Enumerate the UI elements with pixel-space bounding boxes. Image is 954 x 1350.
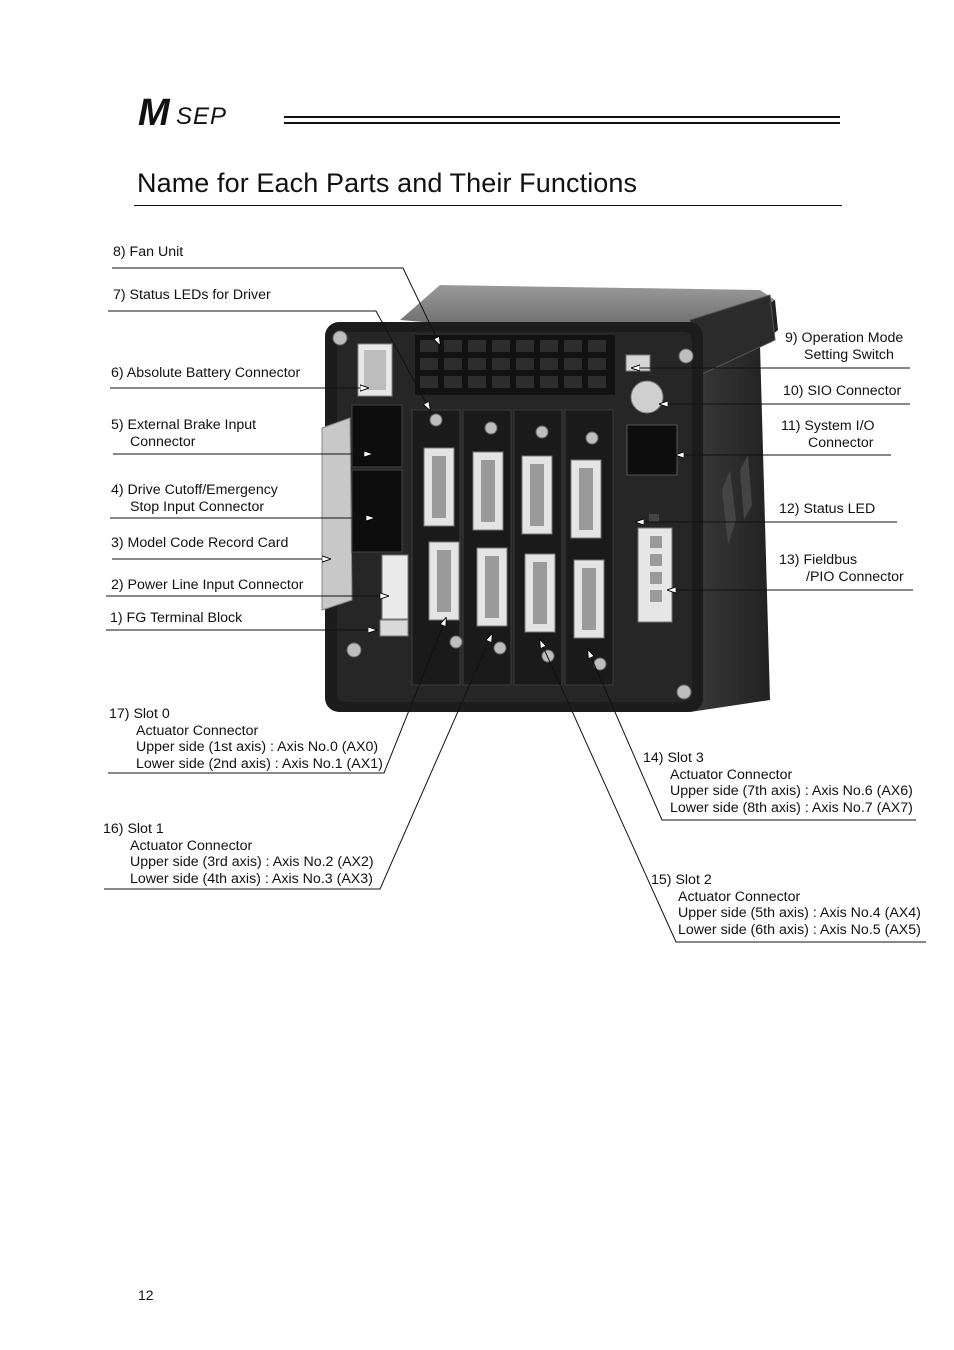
- screw: [429, 413, 443, 427]
- label-fg-terminal-block: 1) FG Terminal Block: [110, 610, 242, 627]
- label-text: 11) System I/O: [781, 418, 875, 434]
- label-status-led: 12) Status LED: [779, 501, 875, 518]
- label-text: 17) Slot 0: [109, 706, 170, 722]
- screw: [449, 635, 463, 649]
- screw: [541, 649, 555, 663]
- label-text: Actuator Connector: [670, 766, 793, 783]
- label-slot-0: 17) Slot 0 Actuator Connector Upper side…: [109, 706, 383, 772]
- label-power-line-input: 2) Power Line Input Connector: [111, 577, 303, 594]
- external-brake-connector: [351, 404, 403, 468]
- status-led: [649, 514, 659, 522]
- side-logo-mark: [722, 455, 752, 545]
- power-line-connector: [381, 554, 409, 620]
- label-status-leds-driver: 7) Status LEDs for Driver: [113, 287, 271, 304]
- title-rule: [134, 205, 842, 206]
- label-text: 5) External Brake Input: [111, 417, 257, 433]
- logo-letters-sep: SEP: [176, 103, 227, 130]
- page-title: Name for Each Parts and Their Functions: [137, 168, 638, 198]
- screw: [678, 348, 694, 364]
- label-text: 16) Slot 1: [103, 821, 164, 837]
- label-text: 9) Operation Mode: [785, 330, 904, 346]
- label-slot-1: 16) Slot 1 Actuator Connector Upper side…: [103, 821, 374, 887]
- label-slot-2: 15) Slot 2 Actuator Connector Upper side…: [651, 872, 921, 938]
- label-text: Setting Switch: [804, 346, 894, 363]
- label-sio-connector: 10) SIO Connector: [783, 383, 901, 400]
- label-text: 14) Slot 3: [643, 750, 704, 766]
- label-text: Actuator Connector: [130, 837, 253, 854]
- label-text: 8) Fan Unit: [113, 244, 184, 260]
- screw: [484, 421, 498, 435]
- fg-terminal-block: [379, 619, 409, 637]
- logo-letter-m: M: [138, 92, 171, 132]
- label-text: Lower side (4th axis) : Axis No.3 (AX3): [130, 870, 373, 887]
- slot-2: [513, 409, 563, 686]
- label-text: Actuator Connector: [136, 722, 259, 739]
- label-text: Upper side (5th axis) : Axis No.4 (AX4): [678, 905, 921, 921]
- slot-3: [564, 409, 614, 686]
- system-io-connector: [626, 424, 678, 476]
- msep-logo: M SEP: [138, 92, 227, 132]
- label-text: /PIO Connector: [806, 568, 904, 585]
- drive-cutoff-connector: [351, 469, 403, 553]
- screw: [332, 330, 348, 346]
- header-rule-bottom: [284, 122, 840, 124]
- label-fieldbus-pio-connector: 13) Fieldbus /PIO Connector: [779, 552, 904, 585]
- screw: [346, 642, 362, 658]
- label-text: 15) Slot 2: [651, 872, 712, 888]
- screw: [535, 425, 549, 439]
- label-text: 1) FG Terminal Block: [110, 610, 243, 626]
- label-text: 3) Model Code Record Card: [111, 535, 289, 551]
- label-text: 2) Power Line Input Connector: [111, 577, 304, 593]
- label-text: Lower side (2nd axis) : Axis No.1 (AX1): [136, 755, 383, 772]
- label-text: Upper side (3rd axis) : Axis No.2 (AX2): [130, 854, 374, 870]
- page-number: 12: [138, 1287, 154, 1303]
- label-operation-mode-switch: 9) Operation Mode Setting Switch: [785, 330, 903, 363]
- label-text: Connector: [808, 434, 874, 451]
- label-system-io-connector: 11) System I/O Connector: [781, 418, 875, 451]
- label-model-code-card: 3) Model Code Record Card: [111, 535, 288, 552]
- header-rule-top: [284, 116, 840, 118]
- label-text: 4) Drive Cutoff/Emergency: [111, 482, 278, 498]
- label-drive-cutoff: 4) Drive Cutoff/Emergency Stop Input Con…: [111, 482, 278, 515]
- screw: [585, 431, 599, 445]
- label-fan-unit: 8) Fan Unit: [113, 244, 183, 261]
- operation-mode-switch: [625, 354, 651, 372]
- label-text: 13) Fieldbus: [779, 552, 858, 568]
- label-text: Stop Input Connector: [130, 498, 265, 515]
- label-text: Lower side (8th axis) : Axis No.7 (AX7): [670, 799, 913, 816]
- label-slot-3: 14) Slot 3 Actuator Connector Upper side…: [643, 750, 913, 816]
- label-text: Actuator Connector: [678, 888, 801, 905]
- label-text: 7) Status LEDs for Driver: [113, 287, 271, 303]
- label-text: Connector: [130, 433, 196, 450]
- screw: [676, 684, 692, 700]
- label-text: Upper side (7th axis) : Axis No.6 (AX6): [670, 783, 913, 799]
- label-text: 6) Absolute Battery Connector: [111, 365, 301, 381]
- screw: [593, 657, 607, 671]
- sio-connector: [630, 380, 664, 414]
- label-absolute-battery-connector: 6) Absolute Battery Connector: [111, 365, 300, 382]
- screw: [493, 641, 507, 655]
- model-code-card: [321, 417, 353, 611]
- label-text: Upper side (1st axis) : Axis No.0 (AX0): [136, 739, 379, 755]
- label-text: 12) Status LED: [779, 501, 876, 517]
- label-external-brake-input: 5) External Brake Input Connector: [111, 417, 256, 450]
- label-text: Lower side (6th axis) : Axis No.5 (AX5): [678, 921, 921, 938]
- label-text: 10) SIO Connector: [783, 383, 902, 399]
